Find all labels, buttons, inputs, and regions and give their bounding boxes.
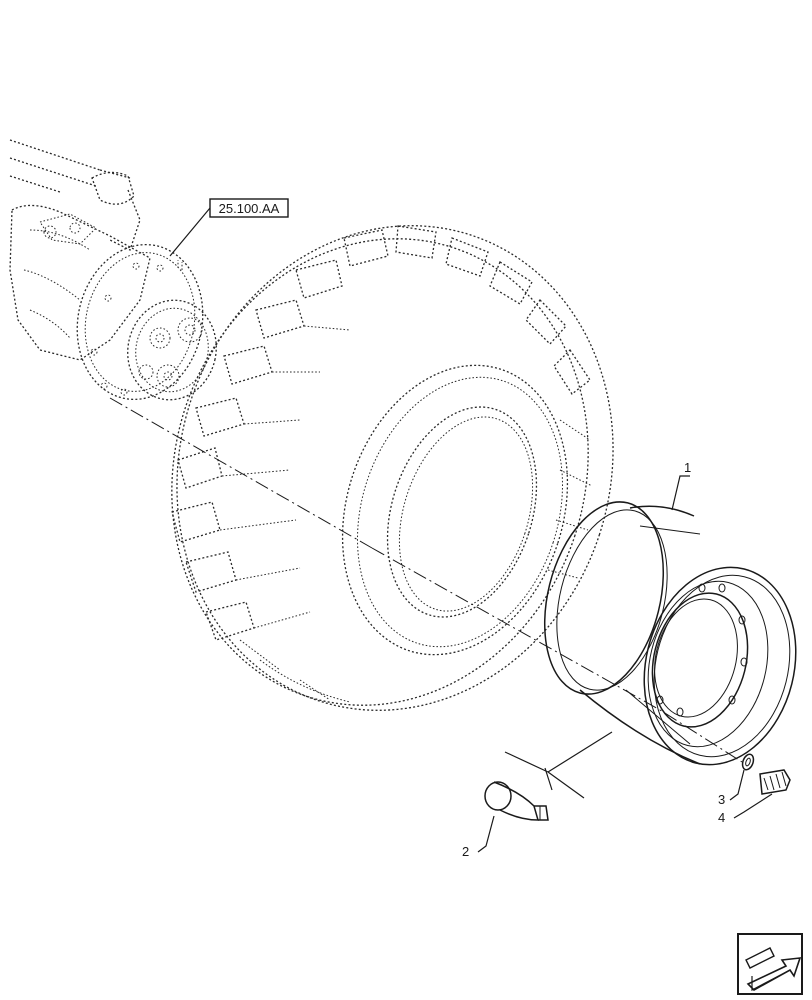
- tire-phantom: [171, 225, 614, 711]
- axle-hub-phantom: [9, 139, 217, 401]
- callout-4-label: 4: [718, 810, 725, 825]
- callout-3-label: 3: [718, 792, 725, 807]
- bolt-part: [759, 769, 791, 795]
- callout-1[interactable]: 1: [671, 460, 691, 511]
- callout-2[interactable]: 2: [462, 815, 495, 859]
- callout-2-label: 2: [462, 844, 469, 859]
- callout-3[interactable]: 3: [718, 769, 745, 807]
- washer-part: [741, 753, 755, 771]
- next-page-arrow-icon[interactable]: [737, 933, 803, 995]
- reference-box[interactable]: 25.100.AA: [169, 198, 289, 257]
- alignment-centerlines: [109, 397, 743, 763]
- callout-4[interactable]: 4: [718, 793, 773, 825]
- valve-part: [484, 781, 549, 821]
- section-marker: [504, 731, 613, 799]
- reference-box-label: 25.100.AA: [219, 201, 280, 216]
- callout-1-label: 1: [684, 460, 691, 475]
- wheel-rim: [543, 501, 797, 766]
